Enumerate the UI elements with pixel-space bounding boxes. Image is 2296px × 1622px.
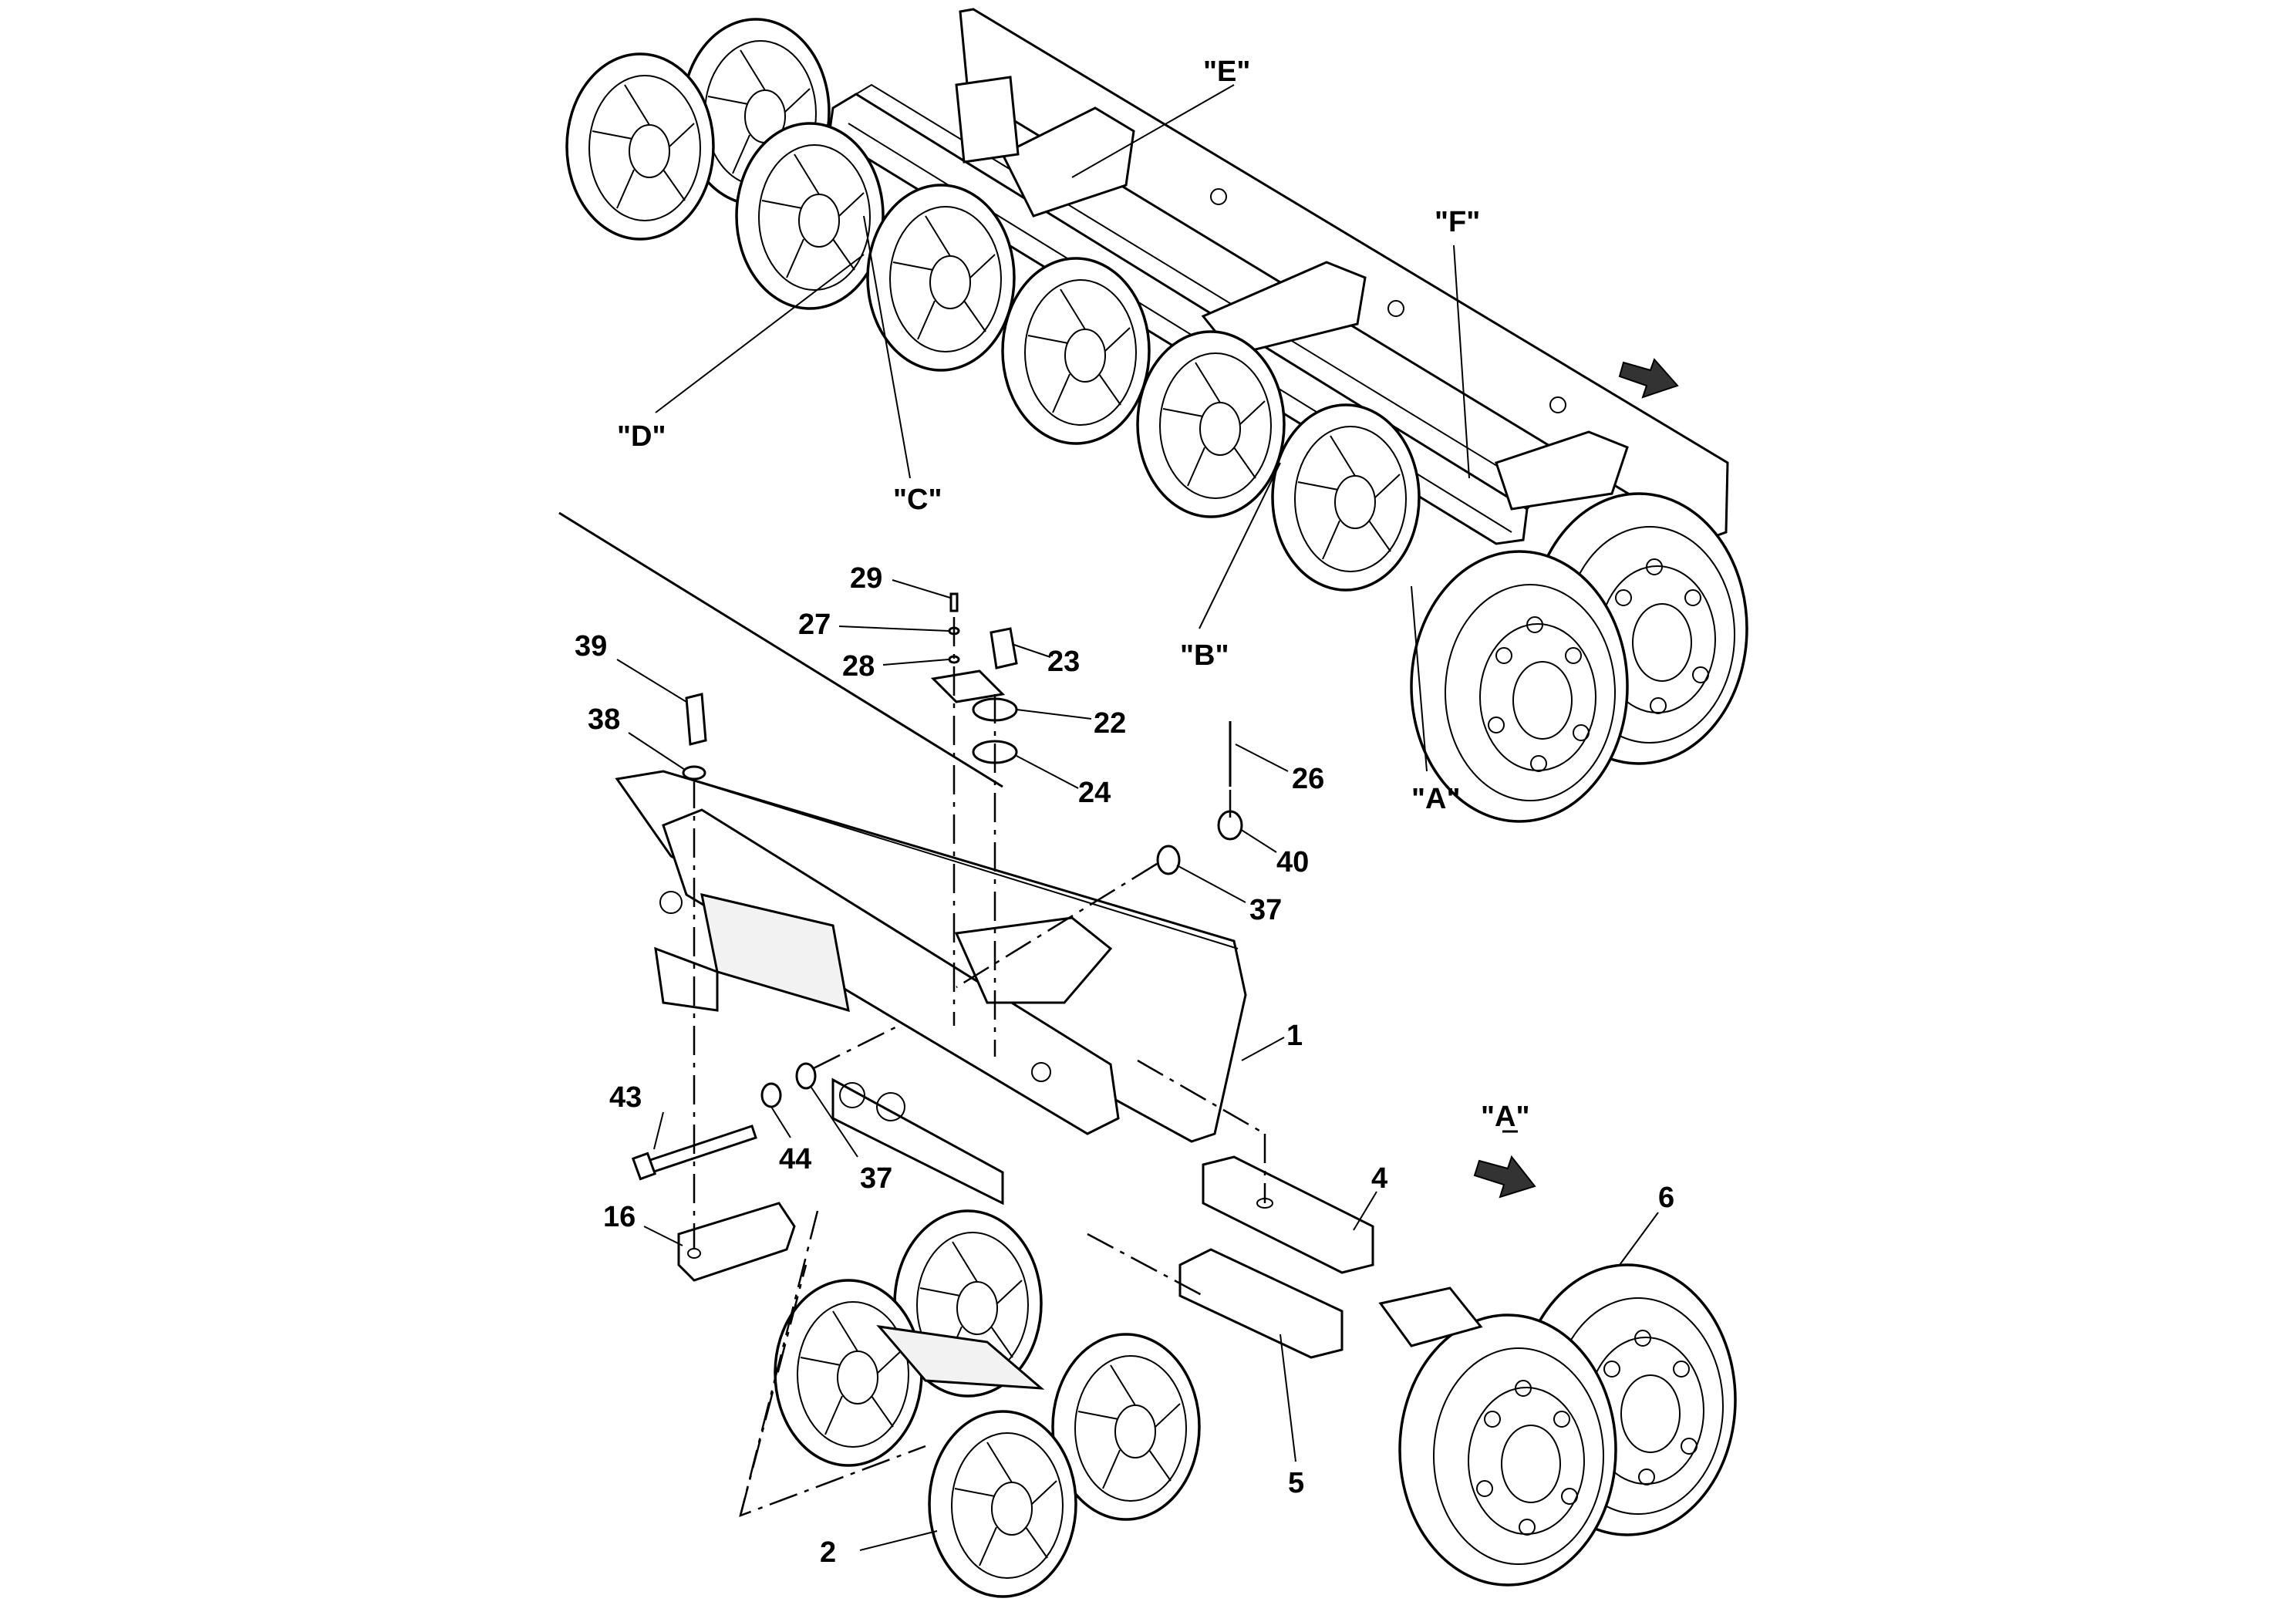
label-D: "D"	[617, 420, 666, 453]
label-A: "A"	[1411, 783, 1460, 815]
label-37-lower: 37	[860, 1162, 892, 1195]
label-2: 2	[820, 1536, 836, 1569]
label-22: 22	[1094, 707, 1126, 740]
label-F: "F"	[1435, 206, 1480, 238]
assembled-undercarriage	[565, 8, 1748, 823]
detail-A-title: "A"	[1481, 1101, 1529, 1133]
label-16: 16	[603, 1201, 636, 1233]
label-23: 23	[1047, 646, 1080, 678]
label-29: 29	[850, 562, 882, 595]
label-5: 5	[1288, 1467, 1304, 1499]
exploded-callouts: 29 27 28 23 22 24 39 38 26 40 37 1 43 44…	[575, 562, 1674, 1569]
label-6: 6	[1658, 1182, 1674, 1214]
label-27: 27	[798, 609, 831, 641]
label-39: 39	[575, 630, 607, 663]
arrow-right-down-icon	[1618, 358, 1679, 399]
label-26: 26	[1292, 763, 1324, 795]
label-44: 44	[779, 1143, 811, 1175]
label-B: "B"	[1180, 639, 1229, 672]
label-40: 40	[1276, 846, 1309, 878]
exploded-frame	[558, 511, 1737, 1598]
label-38: 38	[588, 703, 620, 736]
label-1: 1	[1286, 1020, 1303, 1052]
label-E: "E"	[1203, 56, 1250, 88]
label-C: "C"	[893, 484, 942, 516]
label-28: 28	[842, 650, 875, 683]
label-24: 24	[1078, 777, 1111, 809]
top-callouts: "E" "F" "D" "C" "B" "A"	[617, 56, 1679, 815]
label-37-upper: 37	[1249, 894, 1282, 926]
label-43: 43	[609, 1081, 642, 1114]
label-4: 4	[1371, 1162, 1387, 1195]
arrow-right-down-icon	[1473, 1155, 1536, 1199]
